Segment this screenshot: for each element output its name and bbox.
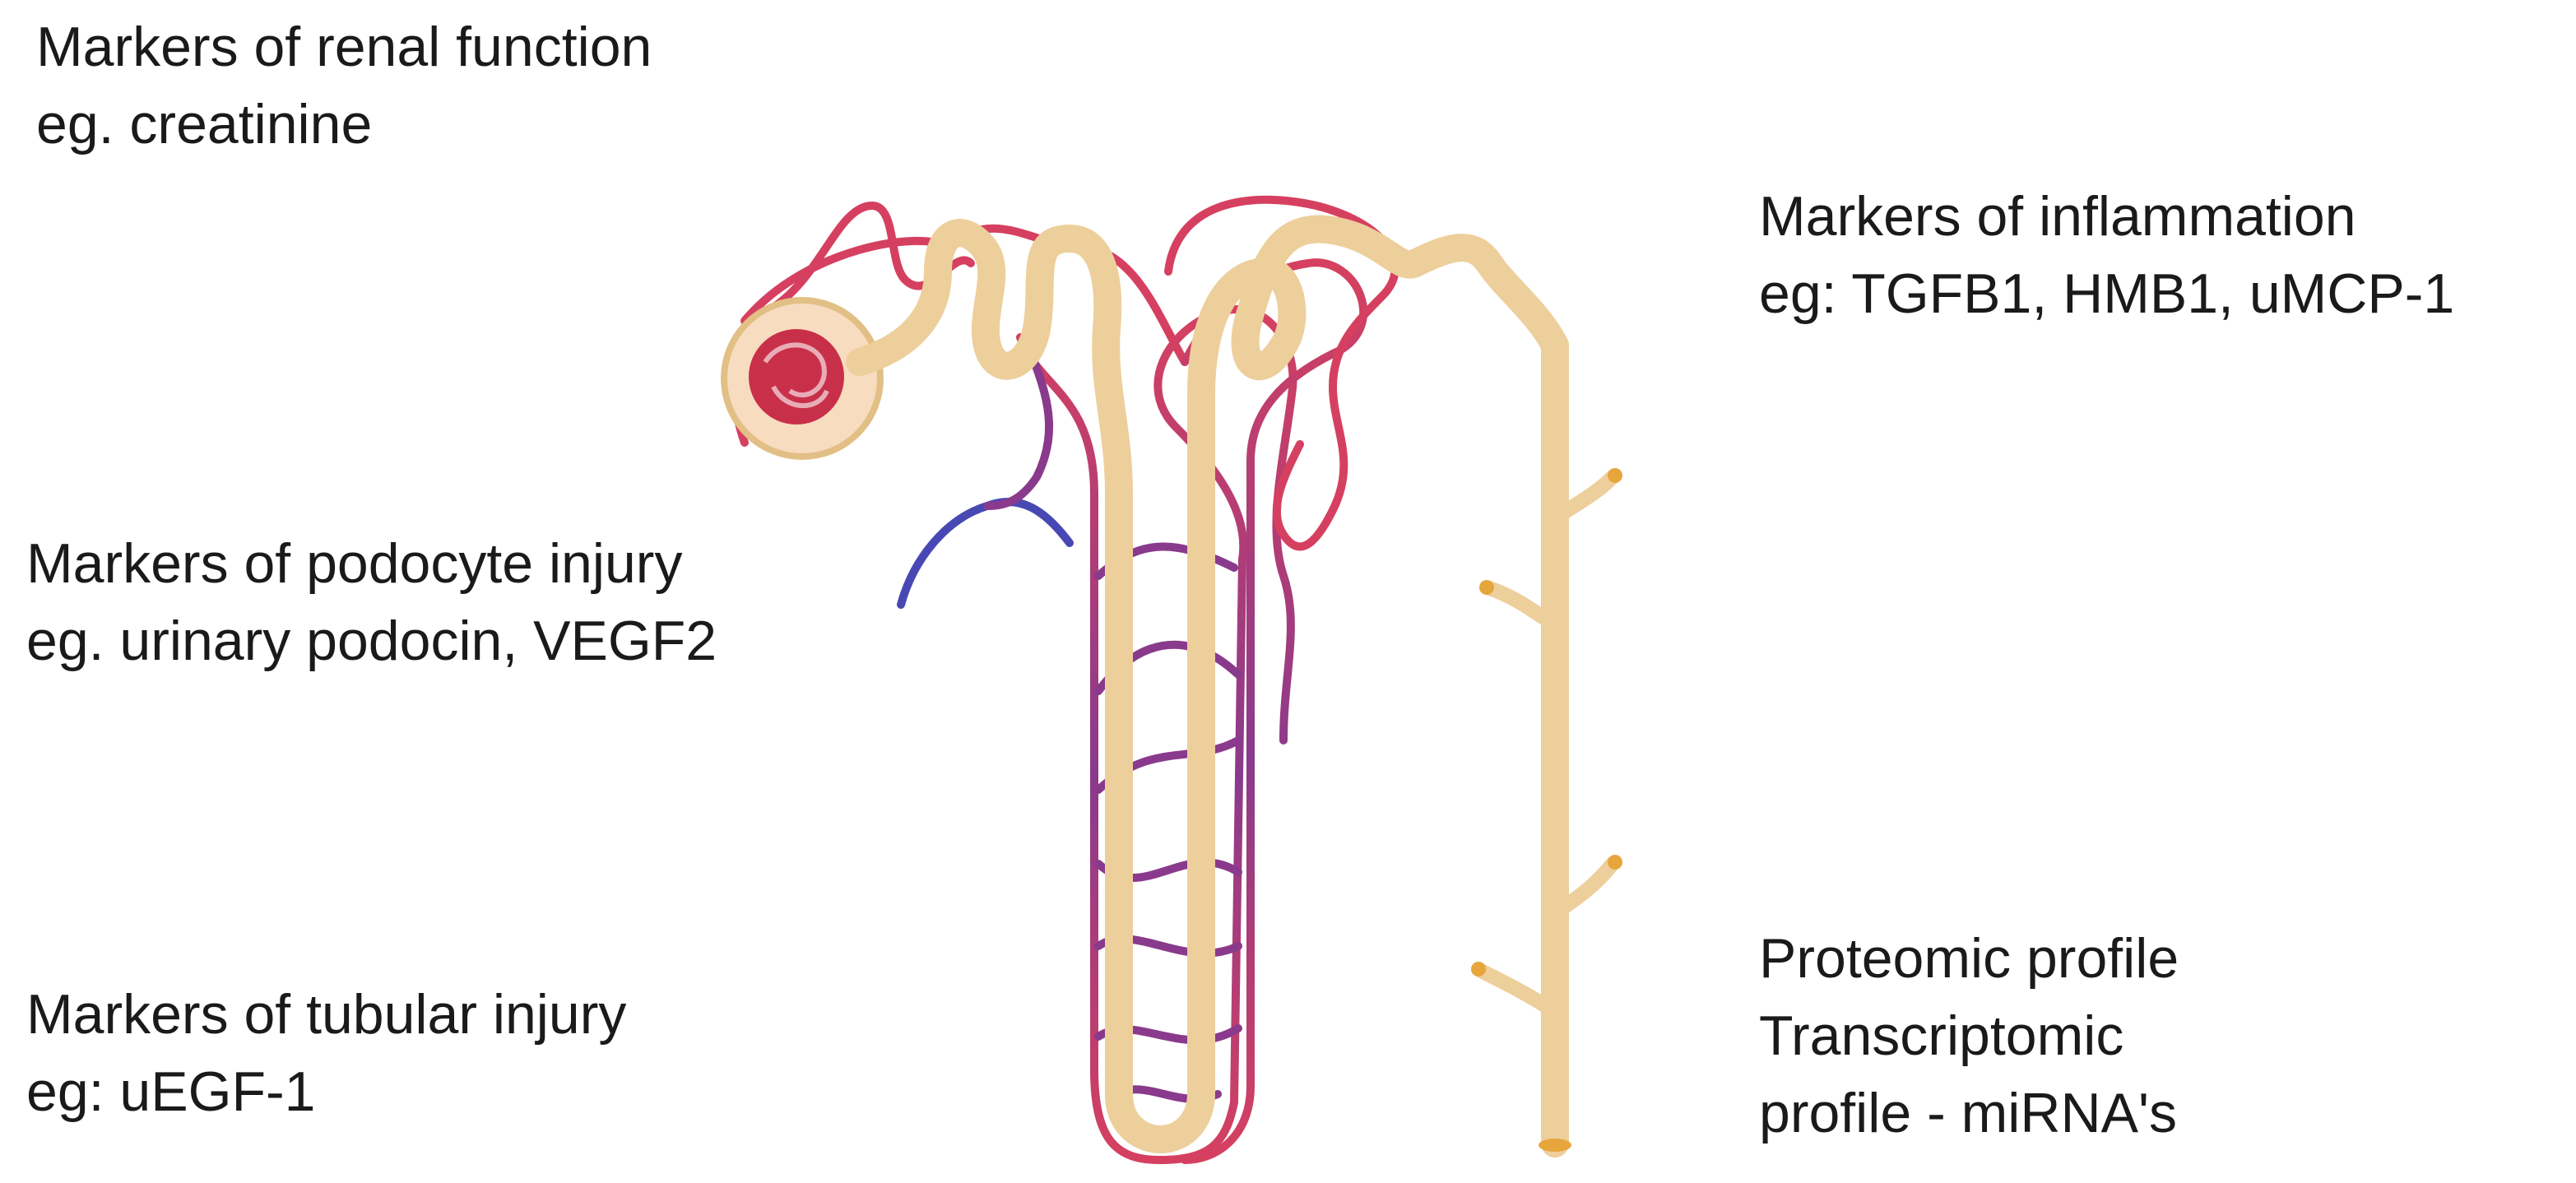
renal-function-label: Markers of renal function eg. creatinine [36,8,652,163]
podocyte-injury-example: eg. urinary podocin, VEGF2 [26,610,717,672]
proximal-convoluted-tubule [846,219,1133,508]
inflammation-example: eg: TGFB1, HMB1, uMCP-1 [1759,262,2455,325]
duct-branch-tips [1471,468,1622,1152]
renal-function-title: Markers of renal function [36,16,652,78]
blue-venule [897,498,1074,609]
tubular-injury-example: eg: uEGF-1 [26,1060,316,1123]
podocyte-injury-title: Markers of podocyte injury [26,532,683,595]
ascending-limb-top [1187,215,1569,1157]
duct-tip-2 [1479,580,1494,595]
collecting-duct-branch-2 [1482,581,1562,633]
tubular-injury-label: Markers of tubular injury eg: uEGF-1 [26,976,626,1130]
proteomic-profile-text: Proteomic profile [1759,927,2179,990]
omics-profile-label: Proteomic profile Transcriptomic profile… [1759,920,2179,1152]
tuft-detail [763,342,829,409]
collecting-duct-branch-3 [1548,856,1620,921]
inflammation-label: Markers of inflammation eg: TGFB1, HMB1,… [1759,178,2454,332]
transcriptomic-text: Transcriptomic [1759,1004,2124,1067]
renal-tubule [846,215,1620,1157]
podocyte-injury-label: Markers of podocyte injury eg. urinary p… [26,525,717,680]
duct-tip-3 [1608,855,1622,870]
purple-connector [983,333,1054,510]
tubular-injury-title: Markers of tubular injury [26,983,627,1046]
descending-limb [1105,480,1215,1153]
collecting-duct-branch-4 [1474,963,1562,1019]
glomerulus [721,297,884,460]
afferent-vessel-loop [740,224,1189,366]
duct-tip-1 [1608,468,1622,483]
top-right-vessel-arc [1164,195,1399,551]
collecting-duct-branch-1 [1548,470,1620,526]
renal-function-example: eg. creatinine [36,93,373,155]
mirna-profile-text: profile - miRNA's [1759,1082,2177,1144]
inflammation-title: Markers of inflammation [1759,185,2356,248]
duct-outlet [1539,1139,1571,1152]
duct-tip-4 [1471,962,1486,977]
